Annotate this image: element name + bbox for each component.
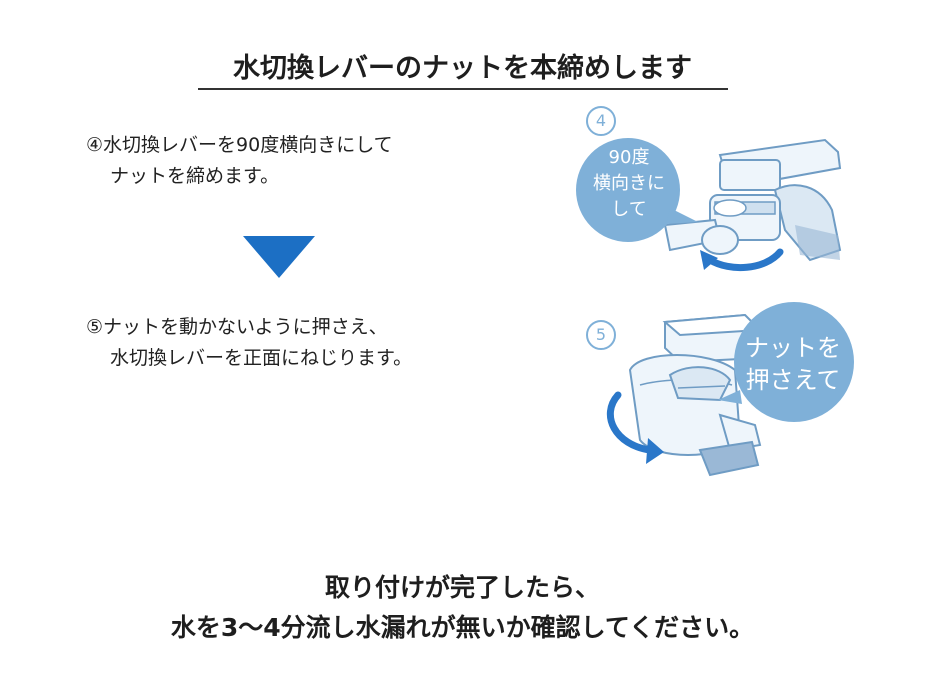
rotation-arrow-icon [606,391,664,464]
down-arrow-icon [243,236,315,278]
step-4-line-1: ④水切換レバーを90度横向きにして [86,134,393,156]
step-4-bubble-text: 90度 横向きに して [584,145,674,223]
completion-message-line-1: 取り付けが完了したら、 [324,573,600,602]
step-5-bubble-text: ナットを 押さえて [728,332,858,396]
bubble-line: 90度 [608,147,650,168]
faucet-nut [709,194,781,241]
speech-bubble [576,138,698,242]
step-5-line-2: 水切換レバーを正面にねじります。 [110,347,413,369]
lever-illustration [698,413,762,477]
step-5-illustration [606,302,854,477]
step-4-line-2: ナットを締めます。 [110,165,280,187]
bubble-line: 横向きに [593,173,665,194]
step-4-instructions: ④水切換レバーを90度横向きにして ナットを締めます。 [86,130,393,192]
step-5-badge: 5 [586,320,616,350]
lever-illustration [663,218,739,255]
faucet-spout [718,138,842,191]
bubble-line: 押さえて [745,366,841,394]
step-4-illustration [576,138,842,272]
step-5-instructions: ⑤ナットを動かないように押さえ、 水切換レバーを正面にねじります。 [86,312,412,374]
hand-illustration [668,366,732,402]
speech-bubble [718,302,854,422]
rotation-arrow-icon [700,248,784,272]
title-underline [198,88,728,90]
step-4-badge: 4 [586,106,616,136]
hand-illustration [773,184,842,262]
bubble-line: して [611,199,647,220]
completion-message-line-2: 水を3〜4分流し水漏れが無いか確認してください。 [170,613,755,642]
step-5-line-1: ⑤ナットを動かないように押さえ、 [86,316,388,338]
bubble-line: ナットを [745,334,841,362]
page-title: 水切換レバーのナットを本締めします [233,53,692,84]
